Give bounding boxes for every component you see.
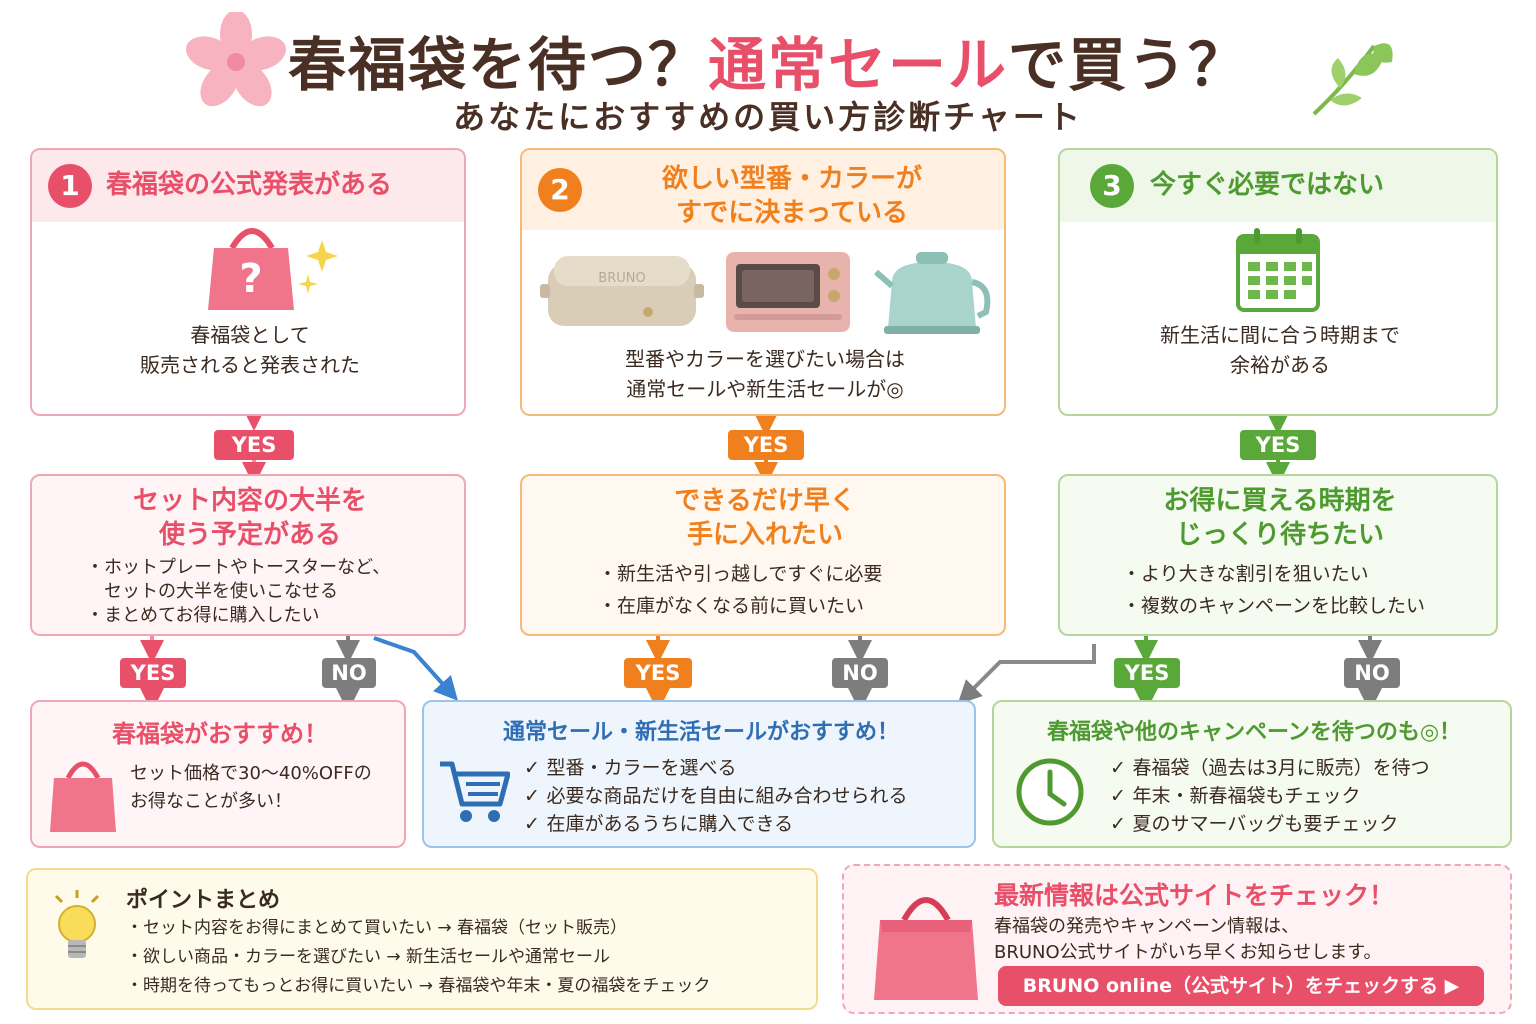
pink-shopping-bag-icon bbox=[874, 897, 978, 1000]
result-checks-sale: 型番・カラーを選べる 必要な商品だけを自由に組み合わせられる 在庫があるうちに購… bbox=[524, 754, 974, 838]
news-text: 春福袋の発売やキャンペーン情報は、 BRUNO公式サイトがいち早くお知らせします… bbox=[994, 916, 1382, 963]
question-heading-1: 春福袋の公式発表がある bbox=[106, 170, 393, 200]
branch-no-1: NO bbox=[322, 658, 376, 688]
result-text-fukubukuro: セット価格で30〜40%OFFの お得なことが多い！ bbox=[130, 763, 372, 812]
official-site-button[interactable]: BRUNO online（公式サイト）をチェックする ▶ bbox=[998, 966, 1484, 1006]
condition-title-3: お得に買える時期を じっくり待ちたい bbox=[1163, 486, 1397, 550]
condition-box-1: セット内容の大半を 使う予定がある ・ホットプレートやトースターなど、 セットの… bbox=[30, 474, 466, 636]
news-box: 最新情報は公式サイトをチェック！ 春福袋の発売やキャンペーン情報は、 BRUNO… bbox=[842, 864, 1512, 1014]
clock-icon bbox=[1016, 758, 1084, 826]
condition-list-1: ・ホットプレートやトースターなど、 セットの大半を使いこなせる ・まとめてお得に… bbox=[86, 557, 391, 626]
result-title-wait: 春福袋や他のキャンペーンを待つのも◎！ bbox=[1046, 720, 1462, 745]
svg-text:?: ? bbox=[239, 256, 262, 302]
lightbulb-icon bbox=[54, 890, 100, 958]
result-title-sale: 通常セール・新生活セールがおすすめ！ bbox=[502, 720, 899, 745]
condition-list-3: ・より大きな割引を狙いたい ・複数のキャンペーンを比較したい bbox=[1122, 563, 1426, 617]
condition-title-1: セット内容の大半を 使う予定がある bbox=[132, 486, 367, 550]
question-box-1: 1 春福袋の公式発表がある ? 春福袋として 販売されると発表された bbox=[30, 148, 466, 416]
page-title: 春福袋を待つ？通常セールで買う？ bbox=[287, 31, 1249, 99]
condition-box-3: お得に買える時期を じっくり待ちたい ・より大きな割引を狙いたい ・複数のキャン… bbox=[1058, 474, 1498, 636]
result-box-fukubukuro: 春福袋がおすすめ！ セット価格で30〜40%OFFの お得なことが多い！ bbox=[30, 700, 406, 848]
condition-title-2: できるだけ早く 手に入れたい bbox=[674, 486, 856, 550]
branch-no-2: NO bbox=[832, 658, 888, 688]
shopping-bag-icon bbox=[50, 761, 116, 832]
question-heading-2: 欲しい型番・カラーが すでに決まっている bbox=[661, 164, 922, 228]
result-checks-wait: 春福袋（過去は3月に販売）を待つ 年末・新春福袋もチェック 夏のサマーバッグも要… bbox=[1110, 754, 1510, 838]
calendar-icon bbox=[1236, 228, 1320, 312]
leaf-sprig-icon bbox=[1312, 43, 1393, 116]
shopping-cart-icon bbox=[440, 761, 510, 822]
branch-yes-1: YES bbox=[120, 658, 186, 688]
question-box-2: 2 欲しい型番・カラーが すでに決まっている BRUNO 型番やカラーを選びたい… bbox=[520, 148, 1006, 416]
step-number-1: 1 bbox=[48, 164, 92, 208]
branch-yes-3: YES bbox=[1114, 658, 1180, 688]
gift-bag-question-icon: ? bbox=[208, 228, 338, 310]
question-heading-3: 今すぐ必要ではない bbox=[1150, 170, 1385, 200]
appliances-icon: BRUNO bbox=[540, 252, 991, 334]
page-subtitle: あなたにおすすめの買い方診断チャート bbox=[453, 98, 1083, 136]
sakura-flower-icon bbox=[186, 12, 286, 107]
condition-list-2: ・新生活や引っ越しですぐに必要 ・在庫がなくなる前に買いたい bbox=[598, 563, 883, 617]
question-description-3: 新生活に間に合う時期まで 余裕がある bbox=[1160, 323, 1400, 377]
yes-badge-3: YES bbox=[1240, 430, 1316, 460]
question-description-2: 型番やカラーを選びたい場合は 通常セールや新生活セールが◎ bbox=[625, 347, 905, 401]
points-list: ・セット内容をお得にまとめて買いたい → 春福袋（セット販売） ・欲しい商品・カ… bbox=[126, 918, 711, 996]
svg-text:BRUNO: BRUNO bbox=[598, 271, 645, 286]
news-title: 最新情報は公式サイトをチェック！ bbox=[994, 881, 1395, 910]
result-box-wait: 春福袋や他のキャンペーンを待つのも◎！ 春福袋（過去は3月に販売）を待つ 年末・… bbox=[992, 700, 1512, 848]
branch-no-3: NO bbox=[1344, 658, 1400, 688]
question-box-3: 3 今すぐ必要ではない 新生活に間に合う時期まで 余裕がある bbox=[1058, 148, 1498, 416]
step-number-2: 2 bbox=[538, 168, 582, 212]
points-title: ポイントまとめ bbox=[126, 888, 281, 913]
points-summary: ポイントまとめ ・セット内容をお得にまとめて買いたい → 春福袋（セット販売） … bbox=[26, 868, 818, 1010]
yes-badge-1: YES bbox=[214, 430, 294, 460]
step-number-3: 3 bbox=[1090, 164, 1134, 208]
result-box-sale: 通常セール・新生活セールがおすすめ！ 型番・カラーを選べる 必要な商品だけを自由… bbox=[422, 700, 976, 848]
condition-box-2: できるだけ早く 手に入れたい ・新生活や引っ越しですぐに必要 ・在庫がなくなる前… bbox=[520, 474, 1006, 636]
question-description-1: 春福袋として 販売されると発表された bbox=[140, 323, 360, 377]
yes-badge-2: YES bbox=[728, 430, 804, 460]
result-title-fukubukuro: 春福袋がおすすめ！ bbox=[112, 720, 328, 748]
branch-yes-2: YES bbox=[624, 658, 692, 688]
